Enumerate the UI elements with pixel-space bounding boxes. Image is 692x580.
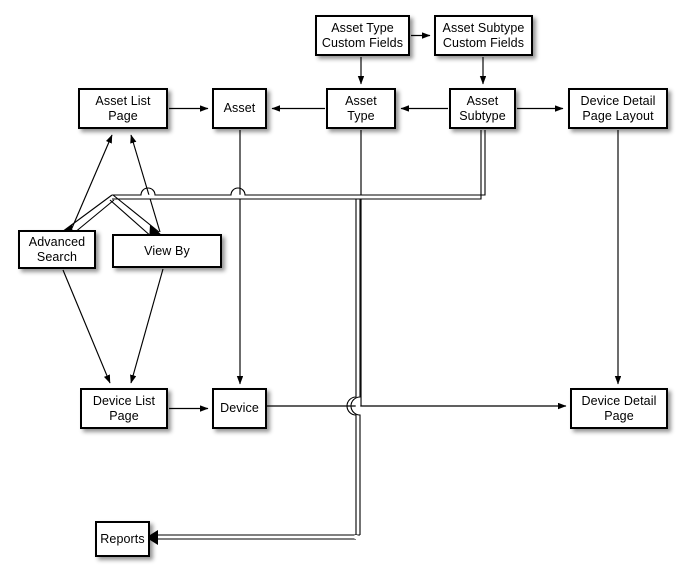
edge-view-by-to-dlp <box>130 268 164 384</box>
node-asset-subtype-custom-fields[interactable]: Asset Subtype Custom Fields <box>434 15 533 56</box>
arrowhead-to-reports <box>146 530 158 545</box>
double-line-bus <box>53 130 486 545</box>
node-advanced-search[interactable]: Advanced Search <box>18 230 96 269</box>
node-device-list-page[interactable]: Device List Page <box>80 388 168 429</box>
node-asset[interactable]: Asset <box>212 88 267 129</box>
edge-advanced-search-to-dlp <box>62 269 111 384</box>
node-device[interactable]: Device <box>212 388 267 429</box>
node-device-detail-page[interactable]: Device Detail Page <box>570 388 668 429</box>
node-view-by[interactable]: View By <box>112 234 222 268</box>
edge-view-by-to-alp <box>130 134 161 233</box>
node-asset-list-page[interactable]: Asset List Page <box>78 88 168 129</box>
node-asset-type[interactable]: Asset Type <box>326 88 396 129</box>
node-device-detail-page-layout[interactable]: Device Detail Page Layout <box>568 88 668 129</box>
edge-advanced-search-to-alp <box>71 134 113 229</box>
node-reports[interactable]: Reports <box>95 521 150 557</box>
node-asset-subtype[interactable]: Asset Subtype <box>449 88 516 129</box>
node-asset-type-custom-fields[interactable]: Asset Type Custom Fields <box>315 15 410 56</box>
